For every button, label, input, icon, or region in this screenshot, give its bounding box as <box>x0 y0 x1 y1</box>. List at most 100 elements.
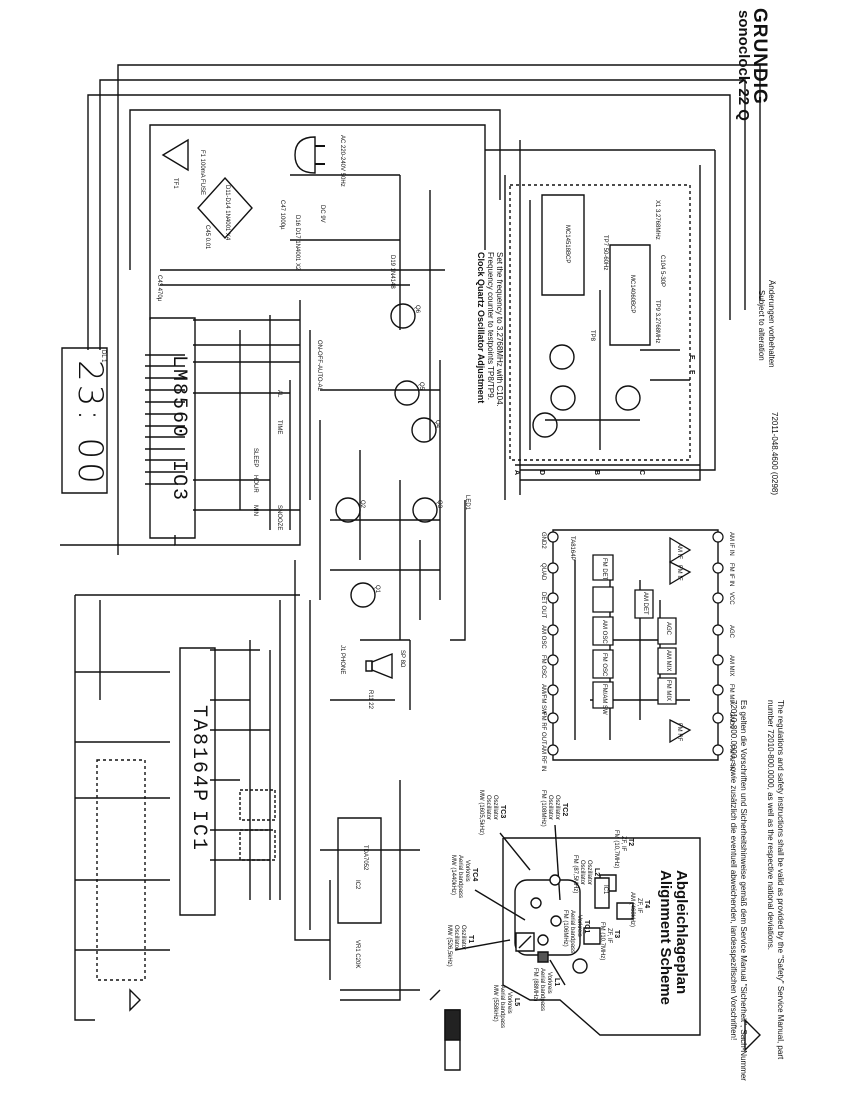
align-l1-l3: FM (88MHz) <box>532 968 538 1002</box>
transistor-q5 <box>395 381 419 405</box>
block-fm-if <box>670 562 690 584</box>
display-ref: DL 1 <box>100 350 106 363</box>
block-label-fm-det: FM DET <box>601 558 607 581</box>
align-l1-ref: L1 <box>553 978 560 987</box>
align-tc1 <box>538 935 548 945</box>
tp8-label: TP8 <box>589 330 595 342</box>
d19-label: D19 1N4148 <box>389 255 395 289</box>
alteration-de: Änderungen vorbehalten <box>767 280 776 368</box>
align-tc2-ref: TC2 <box>561 803 568 817</box>
align-t1-l1: Oszillator <box>460 925 466 951</box>
block-label-am-det: AM DET <box>642 592 648 615</box>
align-l2 <box>573 959 587 973</box>
pin-4-label: AM MIX <box>728 655 734 677</box>
q4-label: Q4 <box>434 420 440 429</box>
ic1-ref: IC1 <box>187 810 210 853</box>
block-am-if <box>670 538 690 562</box>
pin-3-label: FM MIX <box>728 684 734 705</box>
align-t3-ref: T3 <box>613 930 620 939</box>
block-agc <box>658 618 676 644</box>
transistor-q1 <box>351 583 375 607</box>
ic2-part: TDA7052 <box>362 845 368 871</box>
alignment-title-de: Abgleichlageplan <box>673 870 690 995</box>
align-l5-ref: L5 <box>513 998 520 1007</box>
align-l1 <box>538 952 548 962</box>
pin-1-label: FM RF IN <box>728 745 734 771</box>
pin-5-label: AGC <box>728 625 734 639</box>
ic3-part: LM8560 <box>167 355 190 440</box>
align-l2-ref: L2 <box>593 868 600 877</box>
display-readout: 23: 00 <box>70 360 110 487</box>
tp9-label: TP9 3.2768MHz <box>654 300 660 344</box>
ic1-part: TA8164P <box>187 705 210 804</box>
clock-adjust-line2: Set the frequency to 3.2768MHz with C104… <box>495 252 504 407</box>
speaker-icon <box>372 654 392 678</box>
battery-label: DC 9V <box>319 205 325 223</box>
ic4-body <box>610 245 650 345</box>
alteration-en: Subject to alteration <box>757 290 766 361</box>
align-l2-l1: Oszillator <box>586 860 592 886</box>
c104-label: C104 5-30P <box>659 255 665 288</box>
align-ic1-ref: IC1 <box>602 885 608 895</box>
align-t2-l3: FM (10,7MHz) <box>613 830 619 869</box>
q5-label: Q5 <box>418 382 424 391</box>
transistor-q3 <box>413 498 437 522</box>
alignment-title-en: Alignment Scheme <box>657 870 674 1006</box>
block-am-osc <box>593 617 613 645</box>
align-t1-ref: T1 <box>467 935 474 944</box>
align-t3 <box>584 928 600 944</box>
vr1-label: VR1 C20K <box>354 940 360 969</box>
mains-label: AC 220-240V 50Hz <box>339 135 345 187</box>
pin-7-label: FM IF IN <box>728 563 734 587</box>
block-label-am-osc: AM OSC <box>601 620 607 644</box>
block-fm-osc <box>593 650 613 678</box>
ic4-part: MC14060BCP <box>629 275 635 314</box>
block-am-det <box>635 590 653 618</box>
align-l1-l1: Vorkreis <box>546 972 552 994</box>
block-diagram-blocks <box>593 538 690 742</box>
pin-6-label: VCC <box>728 592 734 605</box>
bridge-label: D11-D14 1N4001 X4 <box>224 185 230 241</box>
align-tc4-l1: Vorkreis <box>464 860 470 882</box>
safety-note-en-1: The regulations and safety instructions … <box>776 700 785 1060</box>
q6-label: Q6 <box>414 305 420 314</box>
terminal-e: E <box>688 355 695 360</box>
align-tc4-l2: Aerial bandpass <box>457 855 463 899</box>
document-number: 72011-048.4600 (0298) <box>770 412 779 496</box>
terminal-f: F <box>688 370 695 375</box>
pin-9-label: GND2 <box>540 532 546 549</box>
align-tc2-l1: Oszillator <box>554 795 560 821</box>
terminal-b: B <box>593 470 600 476</box>
transistor-symbols <box>336 304 640 607</box>
pin-14-label: AM/FM SW <box>540 684 546 715</box>
pin-10-label: QUAD <box>540 563 546 581</box>
align-tc1-ref: TC1 <box>583 920 590 934</box>
align-tc3-l3: MW (1605,5kHz) <box>478 790 484 836</box>
ic2-body <box>338 818 381 923</box>
ic5-body <box>542 195 584 295</box>
align-tc1-l2: Aerial bandpass <box>569 910 575 954</box>
terminal-c: C <box>638 470 645 476</box>
align-t3-l3: FM (10,7MHz) <box>599 922 605 961</box>
block-switch <box>593 587 613 612</box>
switch-al: AL <box>276 390 282 398</box>
align-t3-l1: ZF, IF <box>606 928 612 944</box>
clock-adjust-line1: Frequency counter to testpoints TP8/TP9. <box>486 252 495 400</box>
ic3-body <box>150 318 195 538</box>
led-label: LED1 <box>464 495 470 511</box>
ic1-body <box>180 648 215 915</box>
align-t1-l3: MW (526,5kHz) <box>446 925 452 967</box>
block-diagram-title: TA8164P <box>569 536 575 561</box>
align-tc3 <box>550 875 560 885</box>
block-label-fm-mix: FM MIX <box>665 680 671 701</box>
block-label-am-if: AM IF <box>676 543 682 559</box>
align-tc2 <box>551 916 561 926</box>
c43-label: C43 470µ <box>156 275 162 302</box>
ic3-ref: IC3 <box>167 460 190 503</box>
block-label-fm-am-sw: FM/AM SW <box>601 684 607 715</box>
block-label-am-mix: AM MIX <box>665 650 671 672</box>
bridge-rectifier <box>198 178 252 238</box>
safety-warning-icon <box>745 1020 760 1050</box>
transistor-q102 <box>550 345 574 369</box>
block-label-fm-osc: FM OSC <box>601 653 607 677</box>
